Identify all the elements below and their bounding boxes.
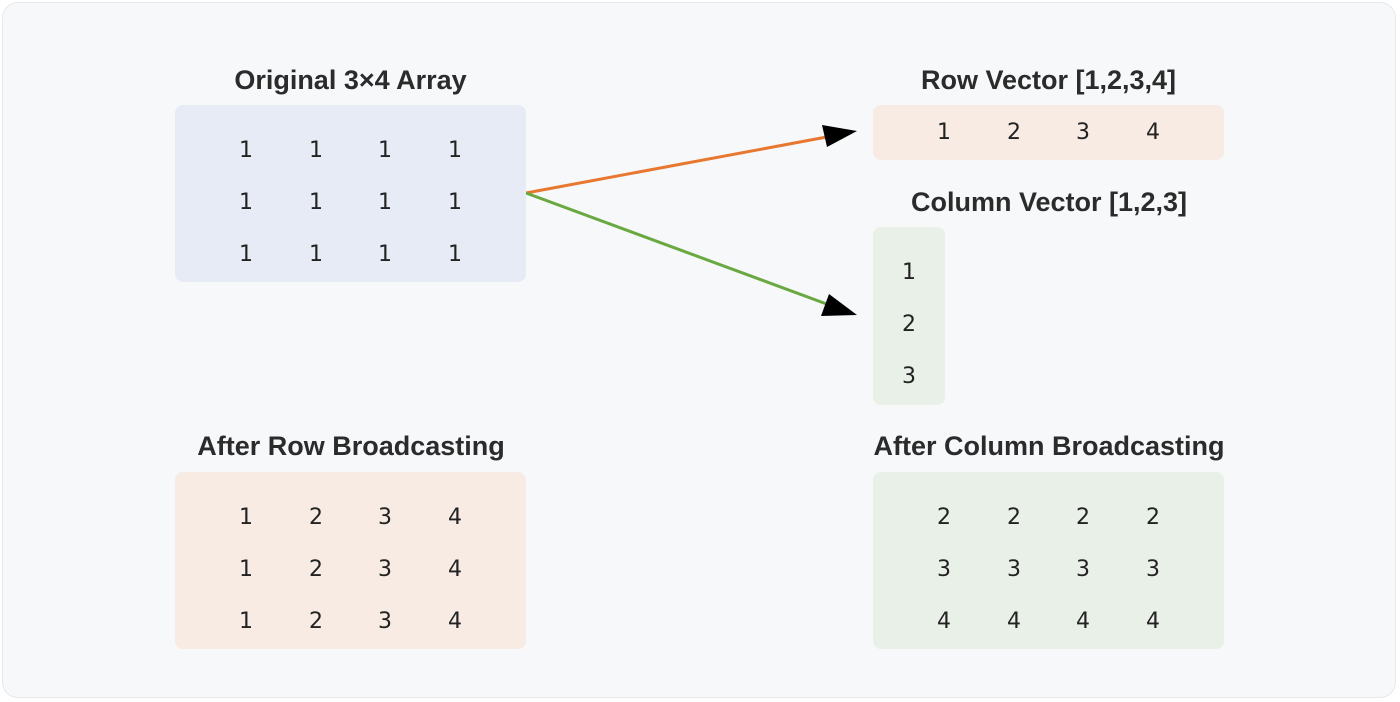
row-vector-title: Row Vector [1,2,3,4] [920,65,1177,95]
row-broadcast-panel: 1 2 3 4 1 2 3 4 1 2 3 4 [175,472,526,649]
row-broadcast-title: After Row Broadcasting [197,431,505,461]
arrow-to-row-vector [525,134,833,195]
row-broadcast-cell: 2 [309,557,323,582]
column-broadcast-cell: 3 [1146,557,1160,582]
row-vector-cell: 1 [937,120,951,145]
column-broadcast-cell: 4 [1007,609,1021,634]
original-cell: 1 [448,242,462,267]
original-cell: 1 [448,190,462,215]
column-vector-cell: 3 [902,364,916,389]
row-broadcast-cell: 1 [239,557,253,582]
column-vector-cell: 2 [902,312,916,337]
row-arrow-head [822,125,857,147]
original-array-title: Original 3×4 Array [234,65,467,95]
original-cell: 1 [378,242,392,267]
column-arrow-head [821,294,857,316]
column-broadcast-cell: 4 [1076,609,1090,634]
row-broadcast-cell: 2 [309,609,323,634]
original-cell: 1 [309,190,323,215]
column-broadcast-cell: 3 [1076,557,1090,582]
original-array-panel: 1 1 1 1 1 1 1 1 1 1 1 1 [175,105,526,282]
original-cell: 1 [309,242,323,267]
row-broadcast-cell: 1 [239,505,253,530]
row-broadcast-cell: 3 [378,609,392,634]
column-broadcast-cell: 2 [937,505,951,530]
original-cell: 1 [378,138,392,163]
original-cell: 1 [448,138,462,163]
column-broadcast-cell: 4 [937,609,951,634]
column-broadcast-cell: 3 [1007,557,1021,582]
arrow-to-column-vector [525,191,833,308]
row-vector-panel: 1 2 3 4 [873,105,1224,160]
column-vector-cell: 1 [902,260,916,285]
row-broadcast-cell: 4 [448,505,462,530]
row-broadcast-cell: 4 [448,557,462,582]
row-broadcast-cell: 3 [378,557,392,582]
column-vector-title: Column Vector [1,2,3] [910,187,1188,217]
original-cell: 1 [239,190,253,215]
column-vector-panel: 1 2 3 [873,227,945,405]
row-vector-cell: 4 [1146,120,1160,145]
original-cell: 1 [239,138,253,163]
original-cell: 1 [239,242,253,267]
column-broadcast-cell: 4 [1146,609,1160,634]
row-broadcast-cell: 4 [448,609,462,634]
column-broadcast-cell: 2 [1076,505,1090,530]
row-broadcast-cell: 2 [309,505,323,530]
column-broadcast-panel: 2 2 2 2 3 3 3 3 4 4 4 4 [873,472,1224,649]
column-broadcast-cell: 3 [937,557,951,582]
original-cell: 1 [378,190,392,215]
column-broadcast-cell: 2 [1146,505,1160,530]
column-broadcast-cell: 2 [1007,505,1021,530]
row-broadcast-cell: 3 [378,505,392,530]
row-vector-cell: 2 [1007,120,1021,145]
row-broadcast-cell: 1 [239,609,253,634]
original-cell: 1 [309,138,323,163]
column-broadcast-title: After Column Broadcasting [873,431,1225,461]
row-vector-cell: 3 [1076,120,1090,145]
